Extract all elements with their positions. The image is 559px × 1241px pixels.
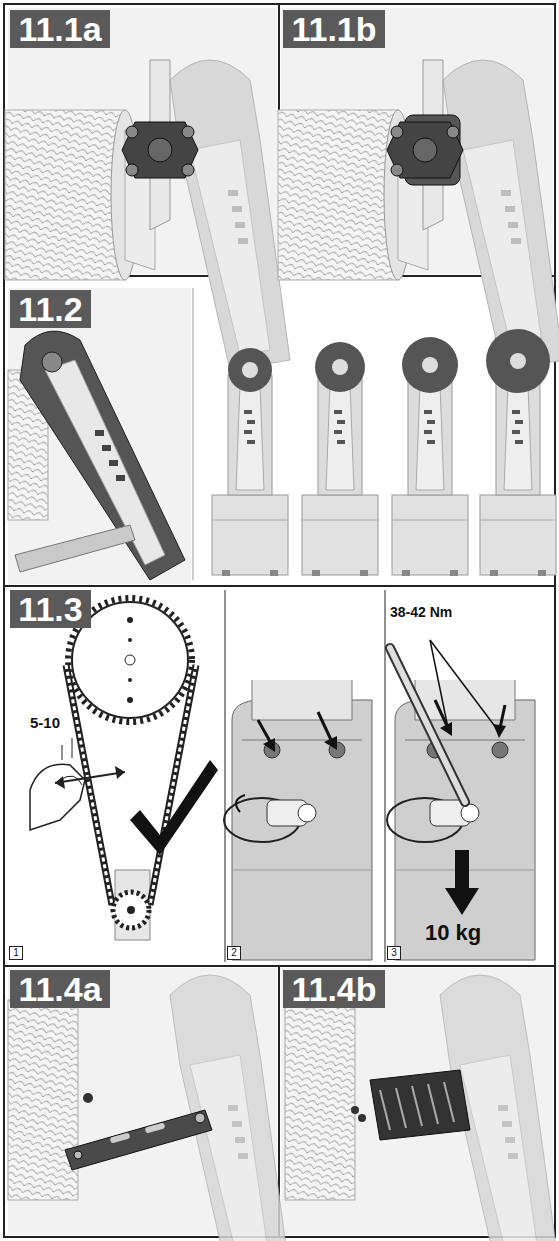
torque-value: 38-42 Nm [390,605,452,619]
label-text: 1 [13,948,19,958]
label-text: 11.1a [18,12,101,46]
label-text: 11.4b [291,972,376,1006]
step-label: 11.3 [10,590,91,628]
substep-number: 3 [387,946,401,960]
substep-number: 1 [9,946,23,960]
step-label: 11.2 [10,290,91,328]
label-text: 11.3 [18,592,82,626]
label-text: 11.4a [18,972,101,1006]
step-label: 11.1b [283,10,385,48]
label-text: 2 [231,948,237,958]
weight-value: 10 kg [425,922,481,944]
step-label: 11.4b [283,970,385,1008]
substep-number: 2 [227,946,241,960]
step-label: 11.4a [10,970,110,1008]
step-label: 11.1a [10,10,110,48]
label-text: 11.2 [18,292,82,326]
dimension: 5-10 [30,715,60,730]
label-text: 11.1b [291,12,376,46]
label-text: 3 [391,948,397,958]
